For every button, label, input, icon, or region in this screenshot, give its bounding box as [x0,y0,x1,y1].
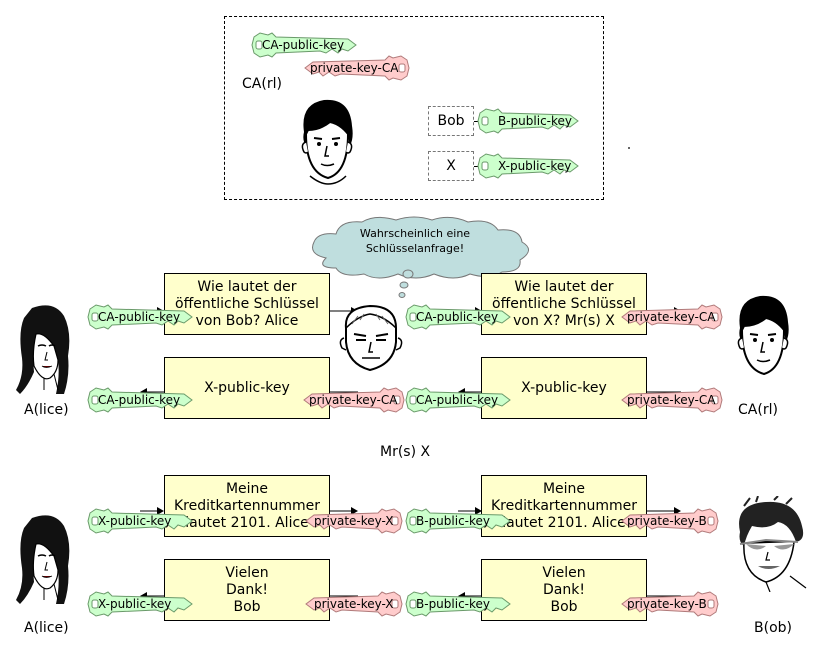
ca-public-key: CA-public-key [405,304,511,330]
key-label: X-public-key [98,514,172,528]
b-private-key: private-key-B [621,591,719,617]
key-label: CA-public-key [262,38,345,52]
public-key-shape [87,304,193,330]
bob-label: B(ob) [754,620,792,636]
key-label: private-key-B [627,597,707,611]
private-key-shape [621,591,719,617]
key-label: CA-public-key [416,310,499,324]
arrow-left [330,378,358,397]
message-reply-left: X-public-key [164,357,330,419]
message-request-alice: Wie lautet der öffentliche Schlüssel von… [164,273,330,335]
b-public-key: B-public-key [405,591,511,617]
arrow-right [330,497,358,516]
mrx-label: Mr(s) X [380,444,431,460]
dot [628,147,630,149]
public-key-shape [405,591,511,617]
key-label: B-public-key [498,114,573,128]
public-key-shape [405,387,511,413]
public-key-shape [477,108,579,134]
public-key-shape [87,387,193,413]
arrow-left [647,582,681,601]
ca-directory-box [224,16,604,200]
key-label: X-public-key [498,159,572,173]
private-key-shape [621,508,719,534]
b-public-key: B-public-key [405,508,511,534]
message-thanks-left: Vielen Dank! Bob [164,559,330,621]
ca-private-key: private-key-CA [621,387,723,413]
x-private-key: private-key-X [305,508,403,534]
key-label: private-key-CA [627,393,716,407]
key-label: private-key-CA [310,61,399,75]
key-label: private-key-CA [627,310,716,324]
bob-public-key-directory: B-public-key [477,108,579,134]
x-public-key: X-public-key [87,508,193,534]
private-key-shape [621,387,723,413]
alice-face-icon [16,515,70,604]
directory-entry-bob: Bob [428,106,474,136]
ca-public-key: CA-public-key [405,387,511,413]
key-label: private-key-X [314,514,394,528]
key-label: X-public-key [98,597,172,611]
thought-cloud [312,216,529,298]
ca-public-key: CA-public-key [251,32,357,58]
message-card-right: Meine Kreditkartennummer lautet 2101. Al… [481,475,647,537]
key-label: CA-public-key [416,393,499,407]
ca-directory-label: CA(rl) [242,76,282,92]
ca-private-key: private-key-CA [303,387,405,413]
public-key-shape [87,591,193,617]
key-label: private-key-B [627,514,707,528]
key-label: CA-public-key [98,393,181,407]
private-key-shape [621,304,723,330]
b-private-key: private-key-B [621,508,719,534]
alice-face-icon [16,305,70,394]
directory-entry-x: X [428,151,474,181]
ca-face-icon [301,99,353,185]
private-key-shape [305,508,403,534]
key-label: B-public-key [416,514,491,528]
public-key-shape [251,32,357,58]
arrow-right [140,497,164,516]
arrow-right [458,497,482,516]
ca-private-key: private-key-CA [621,304,723,330]
key-label: private-key-CA [309,393,398,407]
arrow-left [647,378,681,397]
arrow-left [330,582,358,601]
public-key-shape [405,304,511,330]
arrow-right [647,497,681,516]
key-label: private-key-X [314,597,394,611]
message-request-x: Wie lautet der öffentliche Schlüssel von… [481,273,647,335]
mrx-face-icon [339,304,403,372]
private-key-shape [304,55,410,81]
x-public-key-directory: X-public-key [477,153,579,179]
message-card-left: Meine Kreditkartennummer lautet 2101. Al… [164,475,330,537]
public-key-shape [477,153,579,179]
key-label: B-public-key [416,597,491,611]
ca-label-right: CA(rl) [738,402,778,418]
ca-face-icon-right [737,295,789,376]
bob-face-icon [739,496,807,592]
private-key-shape [303,387,405,413]
alice-label-top: A(lice) [24,402,69,418]
private-key-shape [305,591,403,617]
x-private-key: private-key-X [305,591,403,617]
x-public-key: X-public-key [87,591,193,617]
thought-cloud-text: Wahrscheinlich eine Schlüsselanfrage! [359,227,471,255]
ca-public-key: CA-public-key [87,387,193,413]
ca-public-key: CA-public-key [87,304,193,330]
public-key-shape [87,508,193,534]
key-label: CA-public-key [98,310,181,324]
message-reply-right: X-public-key [481,357,647,419]
alice-label-bottom: A(lice) [24,620,69,636]
message-thanks-right: Vielen Dank! Bob [481,559,647,621]
ca-private-key: private-key-CA [304,55,410,81]
public-key-shape [405,508,511,534]
